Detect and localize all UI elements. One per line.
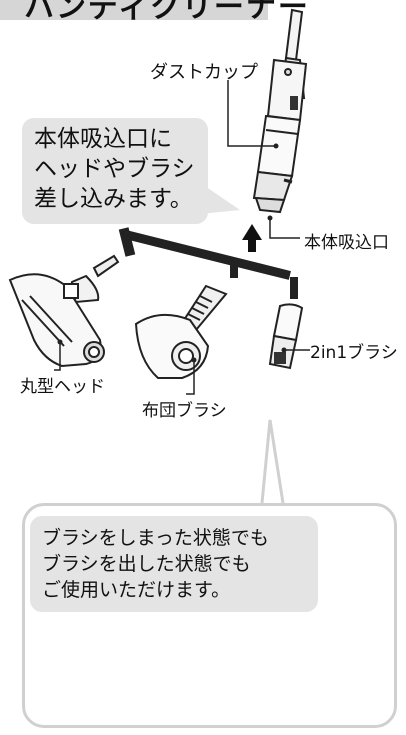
panel-pointer xyxy=(260,419,285,504)
callout-bottom: ブラシをしまった状態でも ブラシを出した状態でも ご使用いただけます。 xyxy=(30,516,318,612)
round-head-leader xyxy=(54,342,61,371)
callout-top-line-1: 本体吸込口に xyxy=(34,126,172,152)
callout-top-line-2: ヘッドやブラシ xyxy=(34,156,195,182)
callout-bottom-line-1: ブラシをしまった状態でも xyxy=(42,527,269,549)
round-head-label: 丸型ヘッド xyxy=(20,377,105,397)
brush-2in1-label: 2in1ブラシ xyxy=(310,343,398,363)
intake-leader xyxy=(269,218,300,239)
cleaner-body xyxy=(252,8,308,214)
futon-brush-illustration xyxy=(134,284,228,379)
intake-label: 本体吸込口 xyxy=(304,233,389,253)
dust-cup-label: ダストカップ xyxy=(150,62,258,83)
callout-top-line-3: 差し込みます。 xyxy=(34,186,193,212)
dust-cup-leader xyxy=(227,80,276,147)
up-arrow-icon xyxy=(242,224,262,252)
futon-brush-leader xyxy=(186,360,195,395)
title-tab: ハンディクリーナー xyxy=(0,0,308,25)
callout-bottom-line-3: ご使用いただけます。 xyxy=(42,579,231,601)
callout-bottom-line-2: ブラシを出した状態でも xyxy=(42,553,251,575)
page-title: ハンディクリーナー xyxy=(24,0,310,25)
round-head-illustration xyxy=(8,254,120,368)
attachment-bracket xyxy=(118,227,298,299)
callout-top: 本体吸込口に ヘッドやブラシ 差し込みます。 xyxy=(22,118,208,224)
futon-brush-label: 布団ブラシ xyxy=(142,401,227,421)
brush-2in1-illustration xyxy=(268,303,304,370)
